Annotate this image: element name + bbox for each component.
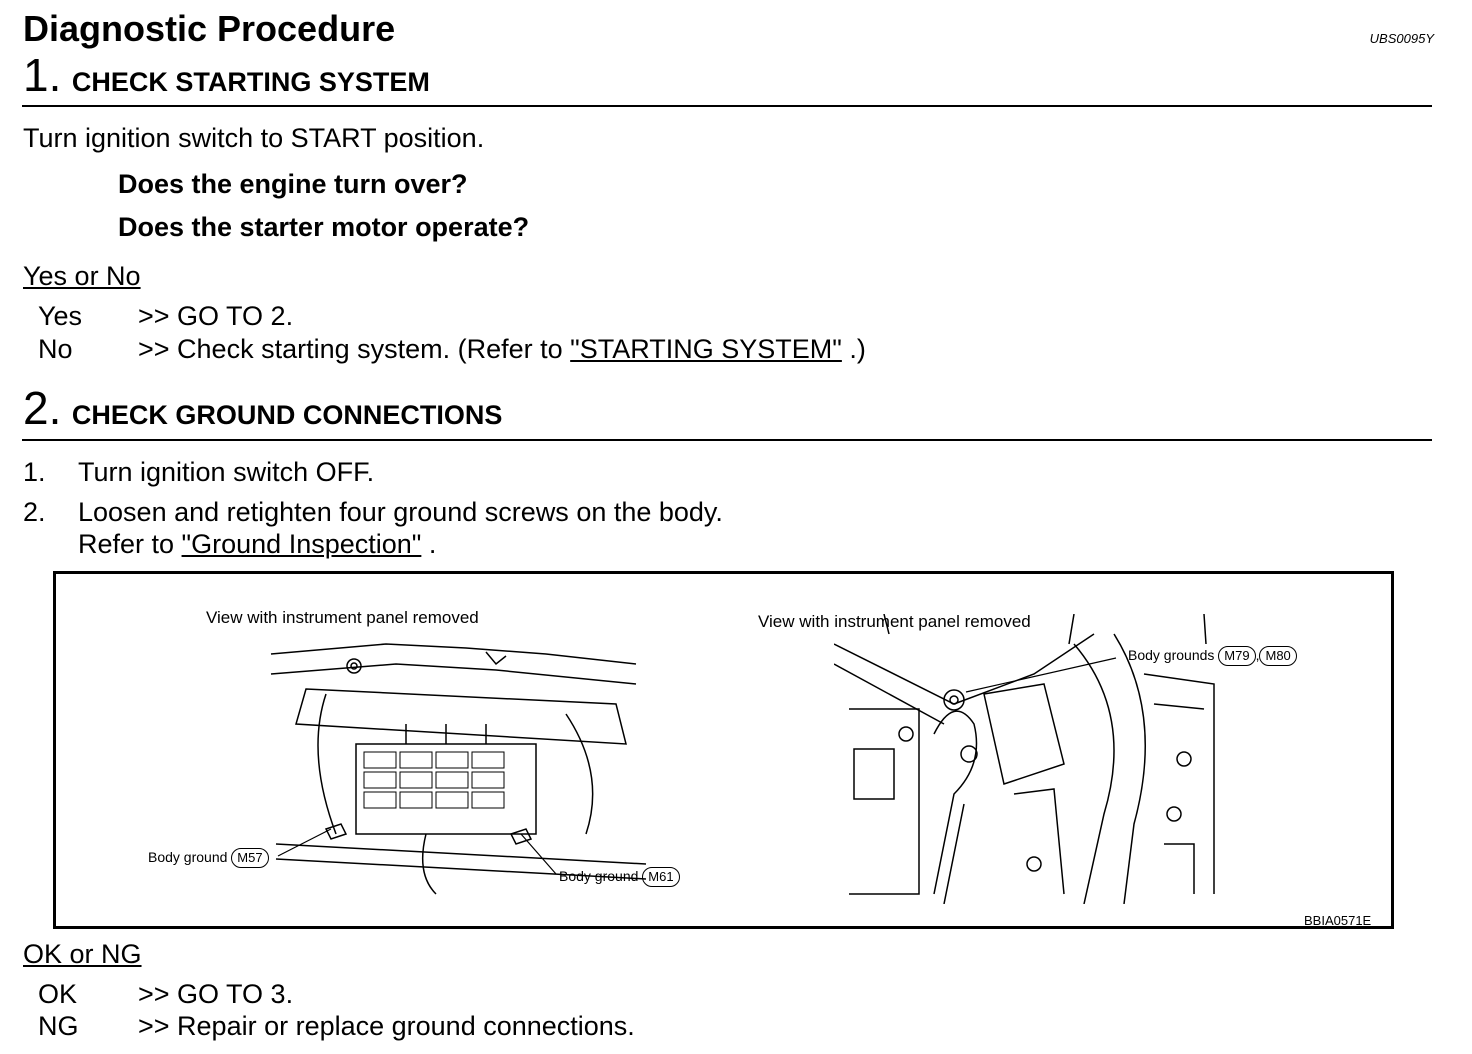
step2-divider (22, 439, 1432, 441)
right-ground-label: Body grounds M79,M80 (1128, 646, 1297, 666)
step2-answer-label: OK or NG (23, 939, 142, 969)
right-ground-text: Body grounds (1128, 647, 1215, 663)
left-ground2-label: Body ground M61 (559, 867, 680, 887)
step1-instruction: Turn ignition switch to START position. (23, 123, 485, 153)
step2-number: 2. (23, 382, 62, 434)
step1-answer-label: Yes or No (23, 261, 141, 291)
starting-system-link[interactable]: "STARTING SYSTEM" (570, 334, 842, 364)
document-id: UBS0095Y (1369, 31, 1434, 46)
step2-header: 2. CHECK GROUND CONNECTIONS (23, 381, 502, 435)
left-illustration (270, 643, 647, 895)
step1-no-label: No (38, 334, 73, 364)
step2-item1-number: 1. (23, 457, 46, 487)
connector-m61: M61 (642, 867, 680, 887)
ground-locations-figure: View with instrument panel removed (53, 571, 1394, 929)
right-view-caption: View with instrument panel removed (758, 612, 1031, 631)
step1-yes-label: Yes (38, 301, 83, 331)
step2-ok-label: OK (38, 979, 78, 1009)
step1-number: 1. (23, 49, 62, 101)
left-ground1-label: Body ground M57 (148, 848, 269, 868)
step2-heading: CHECK GROUND CONNECTIONS (71, 400, 503, 430)
step1-no-action-prefix: >> Check starting system. (Refer to (138, 334, 571, 364)
left-ground1-text: Body ground (148, 849, 228, 865)
step2-item1-text: Turn ignition switch OFF. (78, 457, 375, 487)
step1-question-starter: Does the starter motor operate? (118, 212, 530, 242)
step1-no-action: >> Check starting system. (Refer to "STA… (138, 334, 866, 365)
step1-yes-action: >> GO TO 2. (138, 301, 294, 331)
right-illustration (834, 614, 1215, 904)
step1-divider (22, 105, 1432, 107)
connector-m80: M80 (1259, 646, 1297, 666)
step1-heading: CHECK STARTING SYSTEM (71, 67, 430, 97)
step2-item2-number: 2. (23, 497, 46, 527)
step2-refer-prefix: Refer to (78, 529, 182, 559)
step1-no-action-suffix: .) (841, 334, 866, 364)
figure-id: BBIA0571E (1304, 913, 1372, 928)
step2-item2-text: Loosen and retighten four ground screws … (78, 497, 723, 527)
right-leader-line (965, 657, 1117, 693)
left-ground2-text: Body ground (559, 868, 639, 884)
step2-ng-label: NG (38, 1011, 79, 1041)
step2-refer-suffix: . (421, 529, 437, 559)
step2-ok-action: >> GO TO 3. (138, 979, 294, 1009)
connector-separator: , (1255, 647, 1260, 663)
connector-m79: M79 (1218, 646, 1256, 666)
left-leader-lines (277, 828, 557, 875)
left-view-caption: View with instrument panel removed (206, 608, 479, 627)
connector-m57: M57 (231, 848, 269, 868)
ground-inspection-link[interactable]: "Ground Inspection" (181, 529, 422, 559)
page-title: Diagnostic Procedure (23, 8, 396, 49)
step2-item2-refer: Refer to "Ground Inspection" . (78, 529, 436, 560)
step1-header: 1. CHECK STARTING SYSTEM (23, 48, 430, 102)
step1-question-engine: Does the engine turn over? (118, 169, 468, 199)
step2-ng-action: >> Repair or replace ground connections. (138, 1011, 635, 1041)
